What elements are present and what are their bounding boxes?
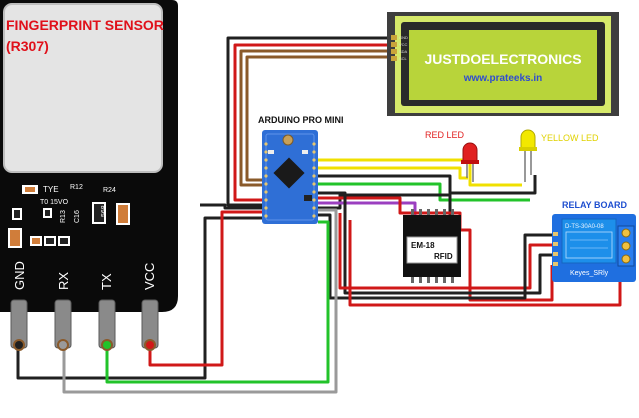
- relay-label: RELAY BOARD: [562, 200, 628, 210]
- rfid-label-1: EM-18: [411, 241, 435, 250]
- wire-lcd-sda: [239, 49, 391, 187]
- lcd-pin-gnd: GND: [399, 35, 408, 40]
- ref-568: 568: [101, 205, 108, 217]
- yellow-led: YELLOW LED: [519, 129, 599, 182]
- wire-fp-tx: [105, 220, 330, 384]
- pin-label-tx: TX: [99, 273, 114, 290]
- wire-lcd-gnd: [226, 36, 391, 207]
- arduino-label: ARDUINO PRO MINI: [258, 115, 344, 125]
- relay-input-pins: [553, 232, 558, 266]
- pin-end-tx: [101, 339, 113, 351]
- wire-relay-power: [348, 220, 622, 307]
- lcd-pin-vcc: VCC: [399, 42, 408, 47]
- wire-rfid-purple: [318, 201, 417, 215]
- arduino-pro-mini: ARDUINO PRO MINI: [258, 115, 344, 224]
- rfid-module: EM-18 RFID: [403, 209, 461, 283]
- ref-r12: R12: [70, 184, 83, 191]
- ref-c16: C16: [74, 210, 81, 223]
- wire-red-led: [318, 166, 468, 180]
- fingerprint-pins: [10, 299, 159, 351]
- pin-label-gnd: GND: [12, 261, 27, 290]
- chip-label-t0: T0 15VO: [40, 199, 69, 206]
- ref-r13: R13: [60, 210, 67, 223]
- wire-relay-black: [318, 191, 552, 295]
- lcd-pin-scl: SCL: [399, 56, 408, 61]
- lcd-pin-sda: SDA: [399, 49, 408, 54]
- wire-power-black-main: [200, 193, 452, 215]
- wire-lcd-scl: [245, 55, 391, 182]
- fingerprint-model: (R307): [6, 38, 49, 54]
- wires: [16, 36, 622, 394]
- relay-board: RELAY BOARD D-TS-30A0-08 Keyes_SRly: [552, 200, 636, 282]
- lcd-display: JUSTDOELECTRONICS www.prateeks.in GND VC…: [387, 12, 619, 116]
- wire-led-green: [318, 182, 530, 202]
- arduino-header-right: [312, 142, 316, 218]
- wire-yellow-led: [318, 158, 522, 187]
- fingerprint-title: FINGERPRINT SENSOR: [6, 17, 164, 33]
- pin-end-rx: [57, 339, 69, 351]
- wire-fp-gnd: [16, 216, 262, 380]
- wire-fp-rx: [62, 208, 338, 394]
- wire-relay-in: [318, 213, 552, 300]
- wire-led-ground: [318, 174, 537, 195]
- pin-label-rx: RX: [56, 272, 71, 290]
- fingerprint-sensor: FINGERPRINT SENSOR (R307) TYE R12 R24 T0…: [0, 0, 178, 351]
- wire-lcd-vcc: [233, 43, 391, 202]
- arduino-header-left: [264, 142, 268, 218]
- relay-terminal-block: [617, 225, 635, 267]
- chip-label-tye: TYE: [43, 185, 59, 194]
- lcd-line-1: JUSTDOELECTRONICS: [424, 51, 581, 67]
- lcd-line-2: www.prateeks.in: [463, 73, 543, 84]
- wire-fp-vcc: [148, 210, 262, 367]
- reset-button: [282, 134, 294, 146]
- rfid-label-2: RFID: [434, 252, 453, 261]
- yellow-led-label: YELLOW LED: [541, 133, 599, 143]
- pin-end-gnd: [13, 339, 25, 351]
- fingerprint-window: [3, 3, 163, 173]
- lcd-header-pins: [391, 35, 397, 61]
- mcu-chip: [273, 157, 305, 189]
- red-led-label: RED LED: [425, 130, 465, 140]
- relay-brand: Keyes_SRly: [570, 270, 609, 277]
- ref-r24: R24: [103, 187, 116, 194]
- red-led: RED LED: [425, 130, 479, 182]
- pin-label-vcc: VCC: [142, 263, 157, 290]
- pin-end-vcc: [144, 339, 156, 351]
- relay-part-number: D-TS-30A0-08: [565, 224, 604, 230]
- wire-relay-red-top: [338, 213, 552, 290]
